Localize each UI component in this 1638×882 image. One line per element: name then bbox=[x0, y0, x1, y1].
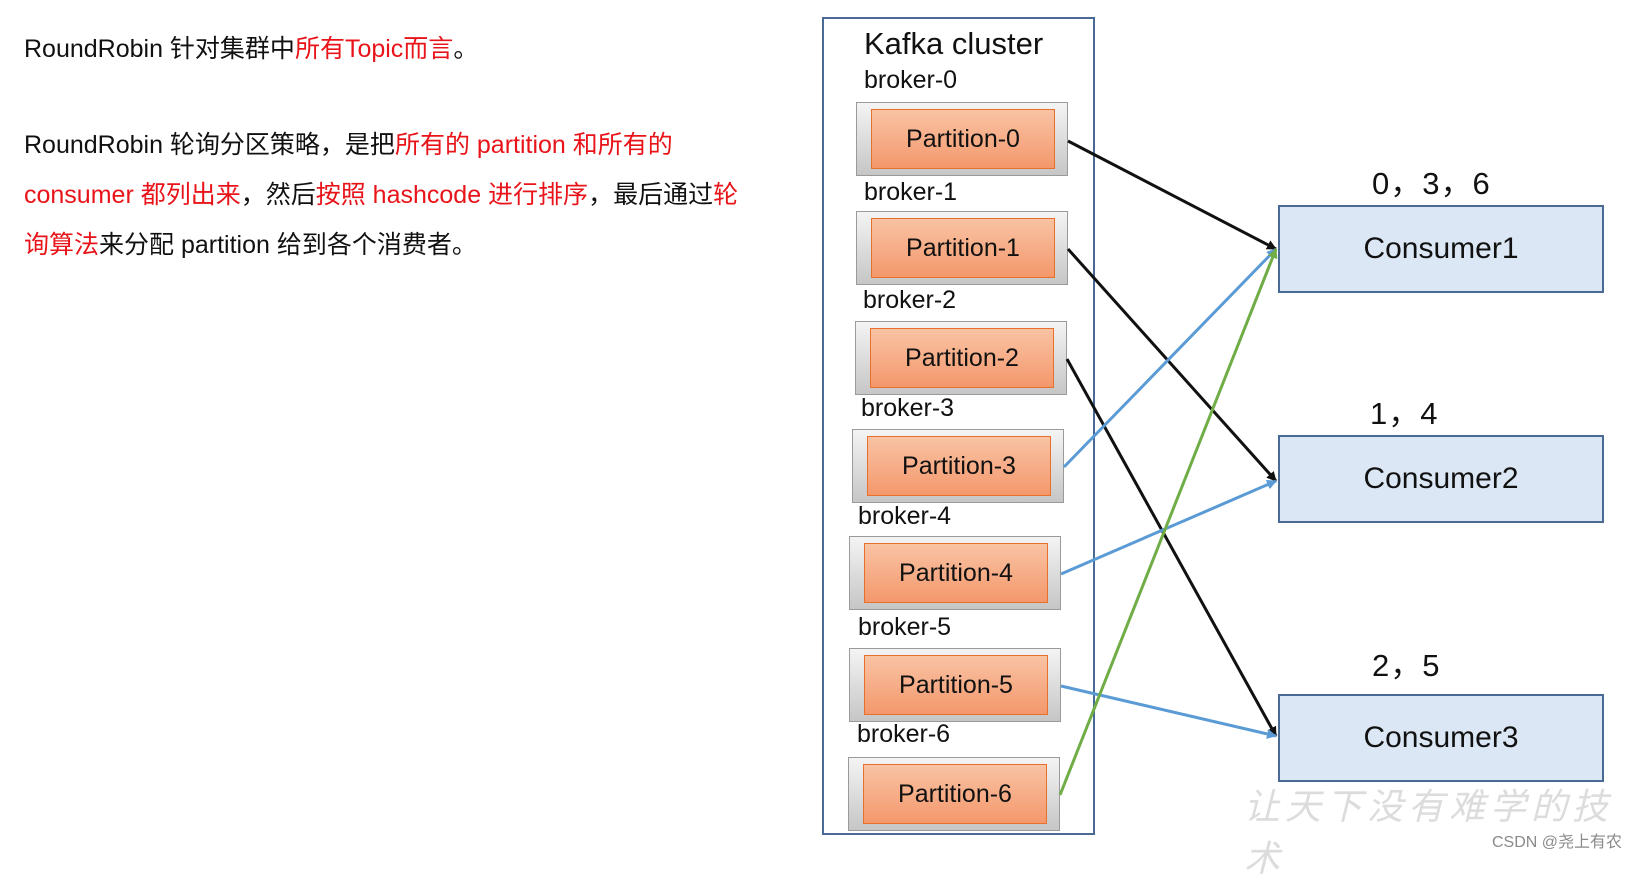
partition-box: Partition-1 bbox=[871, 218, 1055, 278]
partition-box: Partition-2 bbox=[870, 328, 1054, 388]
consumer-assignment: 2，5 bbox=[1372, 648, 1441, 683]
broker-box: Partition-1 bbox=[856, 211, 1068, 285]
consumer-assignment: 1，4 bbox=[1370, 396, 1439, 431]
broker-label: broker-4 bbox=[858, 502, 952, 530]
assignment-arrow bbox=[1062, 247, 1278, 469]
broker-label: broker-3 bbox=[861, 394, 955, 422]
broker-label: broker-0 bbox=[864, 66, 958, 94]
assignment-arrow bbox=[1065, 358, 1278, 737]
consumer-box: Consumer2 bbox=[1278, 435, 1604, 523]
broker-box: Partition-5 bbox=[849, 648, 1061, 722]
consumer-box: Consumer1 bbox=[1278, 205, 1604, 293]
credit-text: CSDN @尧上有农 bbox=[1492, 834, 1623, 851]
consumer-box: Consumer3 bbox=[1278, 694, 1604, 782]
watermark-text: 让天下没有难学的技术 bbox=[1244, 787, 1614, 880]
partition-box: Partition-3 bbox=[867, 436, 1051, 496]
assignment-arrow bbox=[1067, 139, 1277, 251]
intro-text: RoundRobin 针对集群中所有Topic而言。 bbox=[24, 35, 479, 63]
broker-box: Partition-2 bbox=[855, 321, 1067, 395]
consumer-assignment: 0，3，6 bbox=[1372, 166, 1491, 201]
broker-box: Partition-3 bbox=[852, 429, 1064, 503]
broker-label: broker-5 bbox=[858, 613, 952, 641]
assignment-arrow bbox=[1058, 248, 1278, 796]
assignment-arrow bbox=[1060, 684, 1277, 739]
broker-box: Partition-4 bbox=[849, 536, 1061, 610]
partition-box: Partition-5 bbox=[864, 655, 1048, 715]
assignment-arrow bbox=[1060, 479, 1277, 576]
cluster-title: Kafka cluster bbox=[864, 26, 1044, 61]
partition-box: Partition-6 bbox=[863, 764, 1047, 824]
assignment-arrow bbox=[1066, 247, 1278, 483]
partition-box: Partition-0 bbox=[871, 109, 1055, 169]
broker-box: Partition-0 bbox=[856, 102, 1068, 176]
broker-label: broker-1 bbox=[864, 178, 958, 206]
broker-label: broker-2 bbox=[863, 286, 957, 314]
strategy-text: RoundRobin 轮询分区策略，是把所有的 partition 和所有的 c… bbox=[24, 131, 739, 259]
broker-label: broker-6 bbox=[857, 720, 951, 748]
assignment-arrows bbox=[1058, 139, 1278, 796]
partition-box: Partition-4 bbox=[864, 543, 1048, 603]
